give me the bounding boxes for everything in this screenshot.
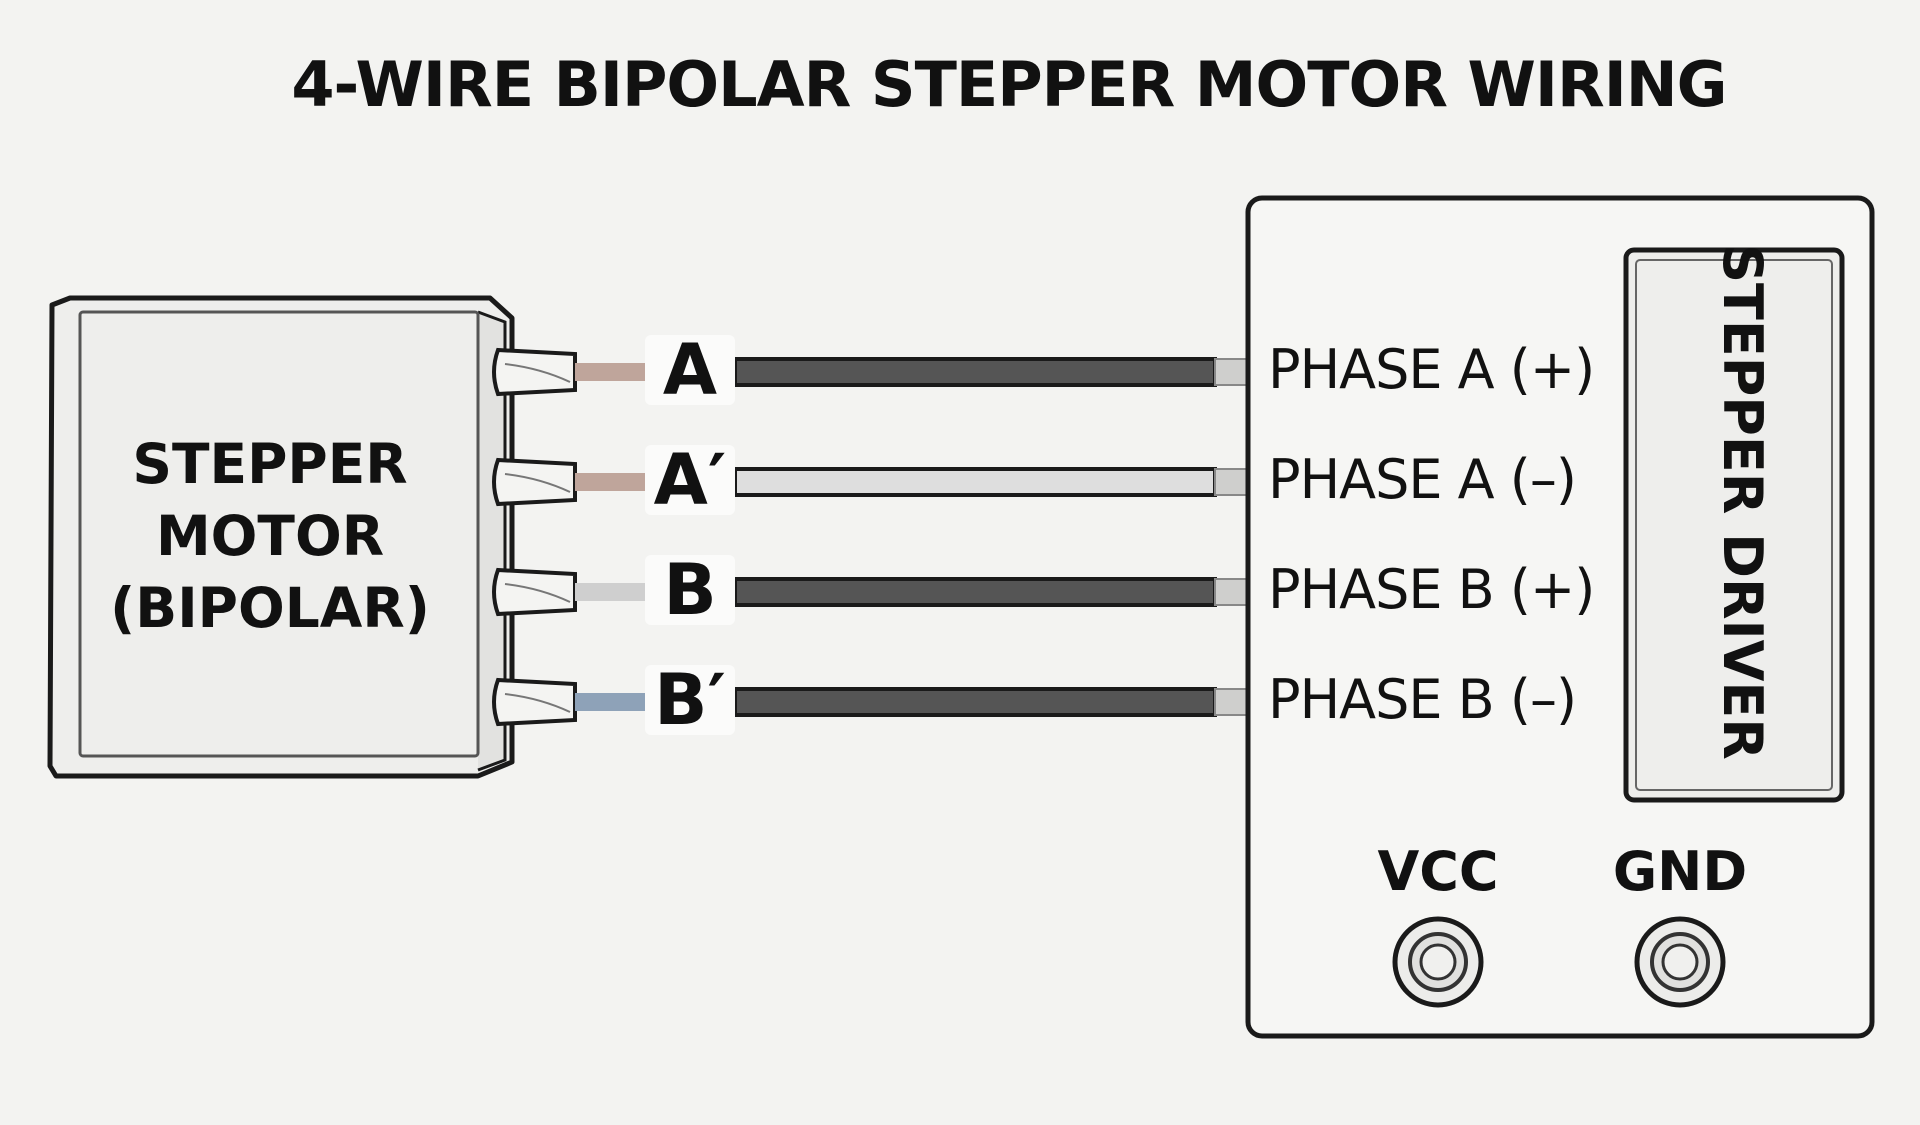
wire-terminal-end: [1214, 578, 1249, 606]
wire-terminal-end: [1214, 358, 1249, 386]
wire-a-prime: [492, 457, 1249, 507]
phase-a-plus-label: PHASE A (+): [1268, 338, 1595, 401]
wire-terminal-end: [1214, 688, 1249, 716]
wire-lead: [575, 693, 645, 711]
motor-label-line: (BIPOLAR): [110, 576, 430, 640]
motor-label: STEPPER MOTOR (BIPOLAR): [70, 428, 470, 644]
wire-lead: [575, 583, 645, 601]
wire-connector: [492, 677, 577, 727]
motor-label-line: STEPPER: [132, 432, 408, 496]
wire-label-a-prime: A′: [645, 445, 735, 515]
gnd-terminal-icon: [1634, 916, 1726, 1008]
wire-lead: [575, 473, 645, 491]
stepper-motor-body: [47, 295, 515, 779]
wire-a: [492, 347, 1249, 397]
vcc-terminal-icon: [1392, 916, 1484, 1008]
wire-b-prime: [492, 677, 1249, 727]
driver-title: STEPPER DRIVER: [1711, 244, 1774, 760]
wire-lead: [575, 363, 645, 381]
wire-cable: [733, 687, 1217, 717]
wire-label-b: B: [645, 555, 735, 625]
wire-connector: [492, 457, 577, 507]
wire-terminal-end: [1214, 468, 1249, 496]
diagram-title: 4-WIRE BIPOLAR STEPPER MOTOR WIRING: [291, 48, 1727, 121]
wire-connector: [492, 567, 577, 617]
motor-label-line: MOTOR: [155, 504, 385, 568]
vcc-label: VCC: [1377, 840, 1499, 903]
wire-cable: [733, 467, 1217, 497]
gnd-label: GND: [1612, 840, 1748, 903]
phase-b-minus-label: PHASE B (–): [1268, 668, 1577, 731]
phase-b-plus-label: PHASE B (+): [1268, 558, 1595, 621]
wire-label-b-prime: B′: [645, 665, 735, 735]
wire-label-a: A: [645, 335, 735, 405]
wire-cable: [733, 577, 1217, 607]
wire-cable: [733, 357, 1217, 387]
wire-connector: [492, 347, 577, 397]
stepper-driver-body: [1245, 195, 1875, 1039]
phase-a-minus-label: PHASE A (–): [1268, 448, 1577, 511]
wire-b: [492, 567, 1249, 617]
